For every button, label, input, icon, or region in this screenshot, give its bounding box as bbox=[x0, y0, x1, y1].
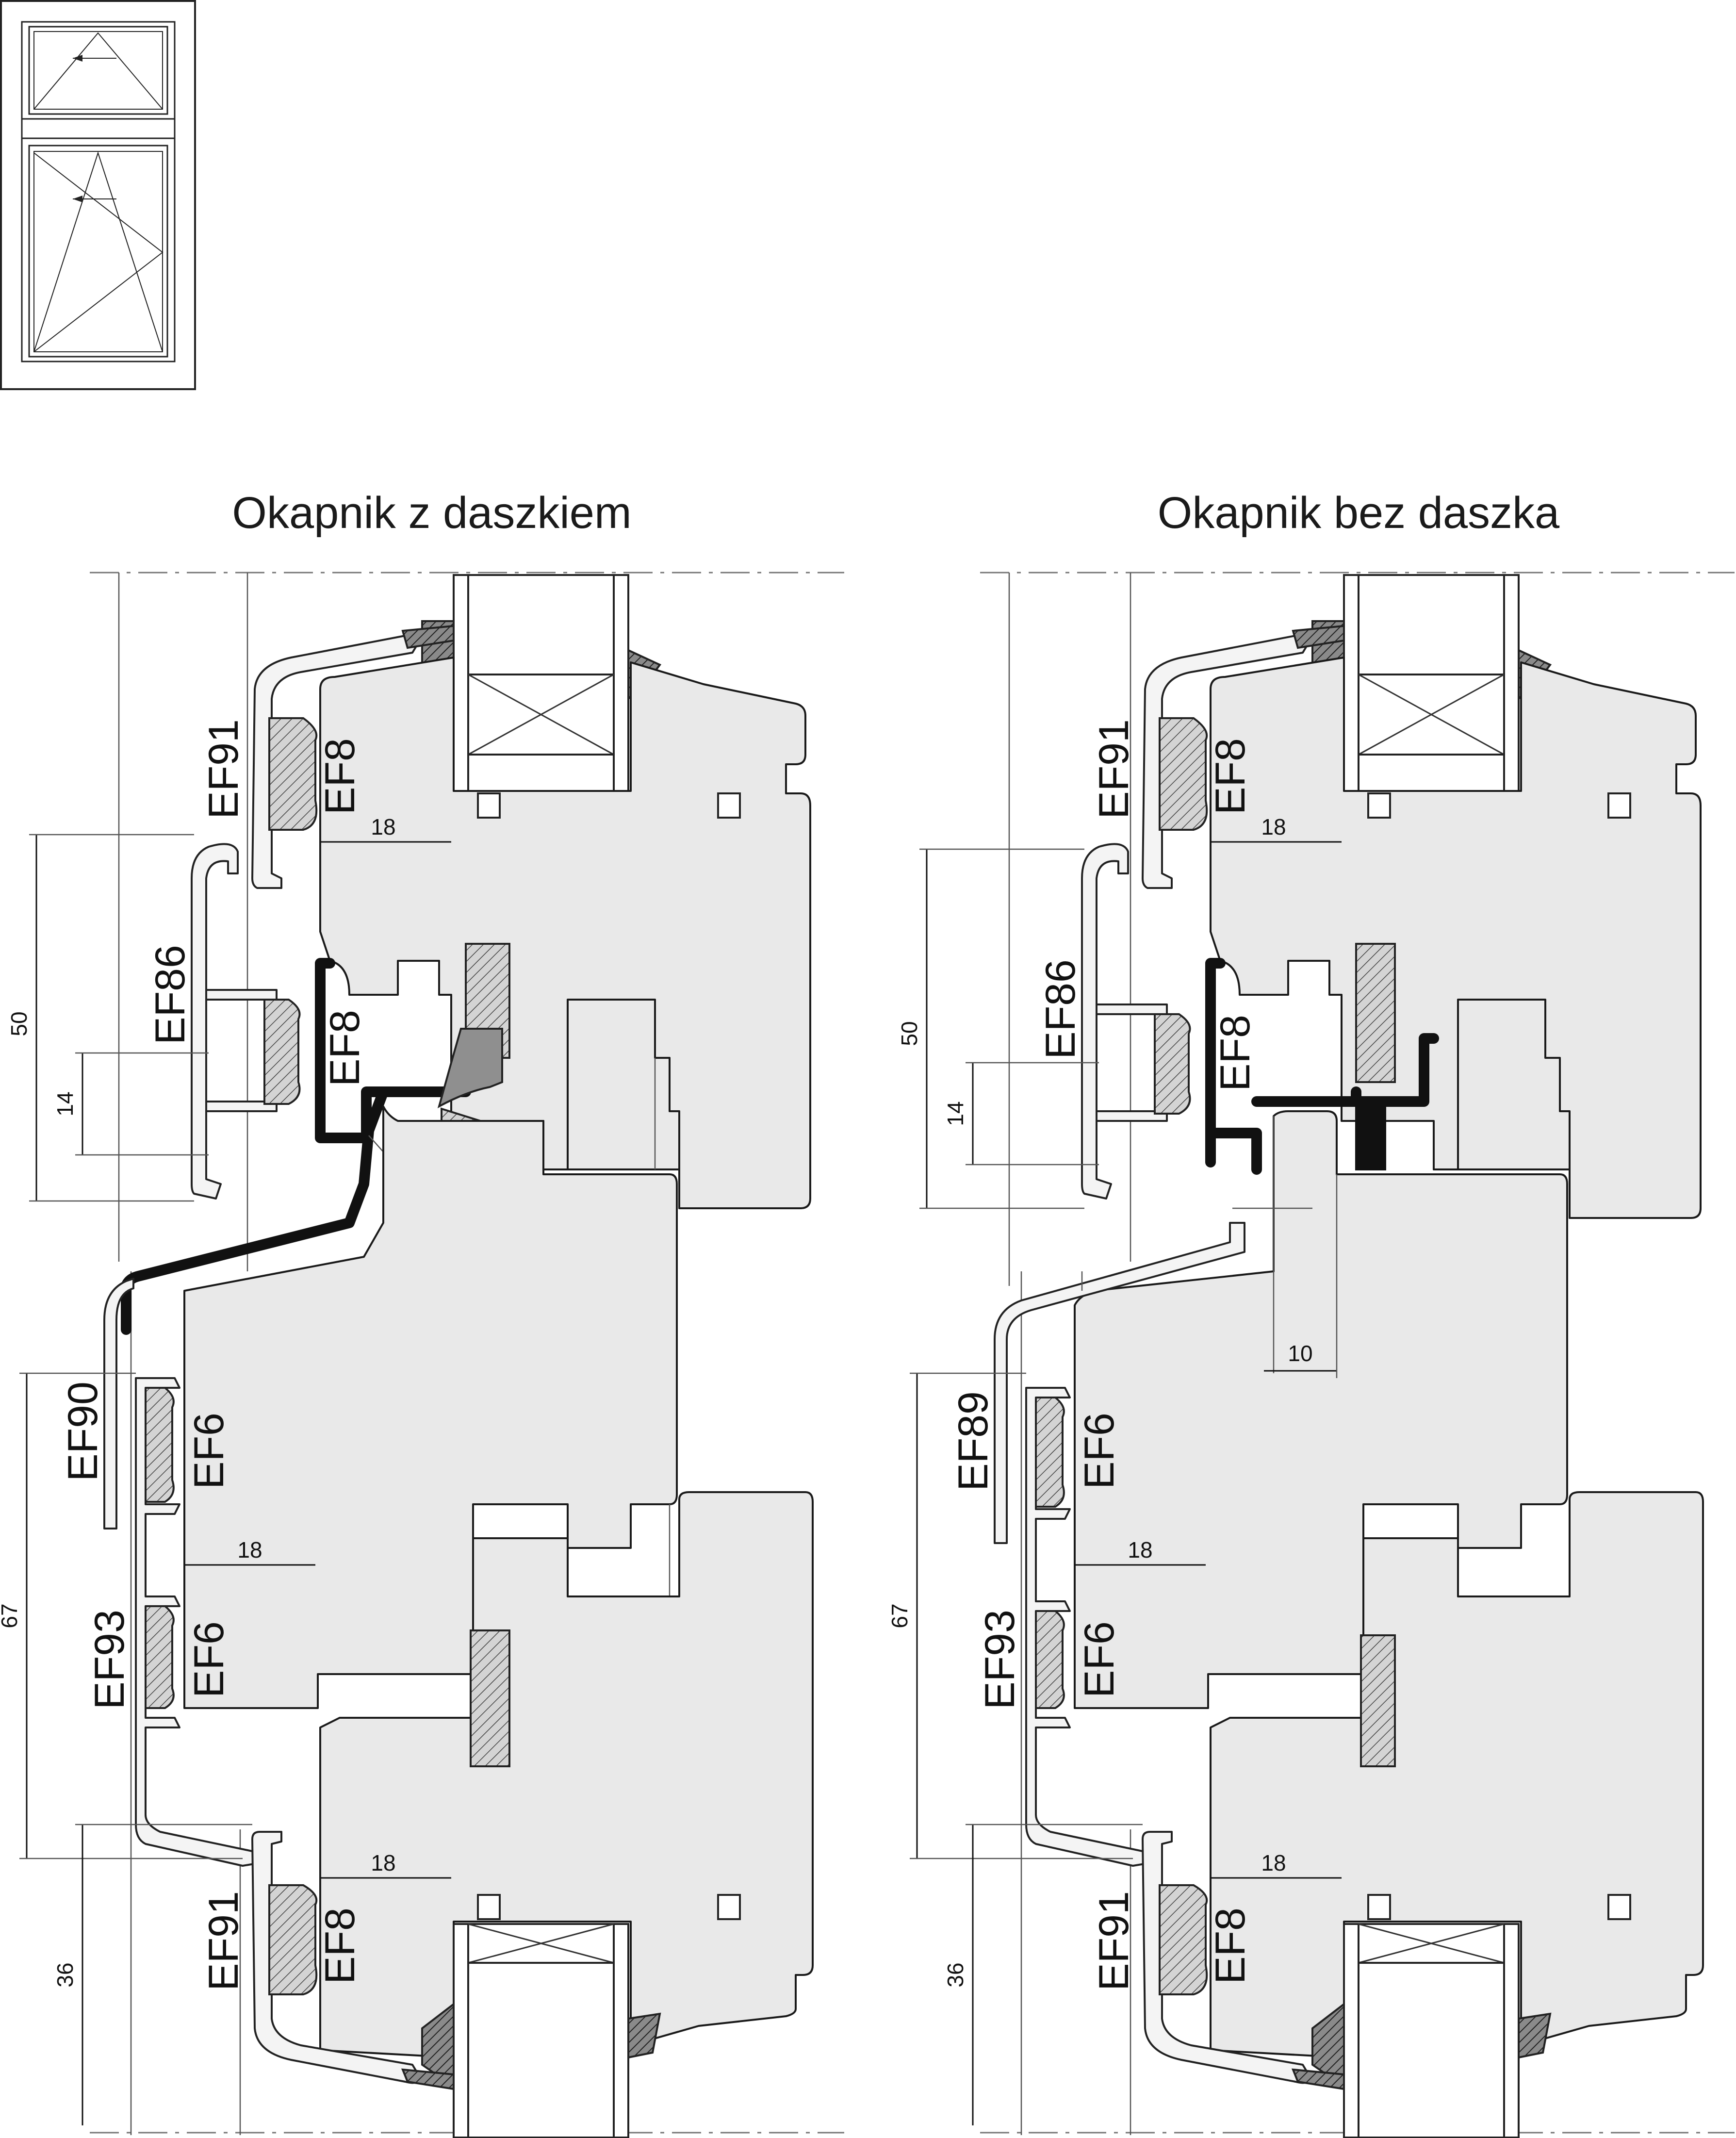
right-label-top-seal: EF8 bbox=[1207, 738, 1254, 815]
right-dim-lower-width: 18 bbox=[1128, 1537, 1152, 1562]
right-dim-lower-height: 67 bbox=[887, 1603, 912, 1628]
left-title: Okapnik z daszkiem bbox=[232, 488, 631, 538]
left-label-bottom-alu: EF91 bbox=[200, 1891, 247, 1991]
left-label-bottom-seal: EF8 bbox=[317, 1908, 363, 1984]
right-title: Okapnik bez daszka bbox=[1158, 488, 1560, 538]
left-dim-mid-height: 50 bbox=[6, 1011, 32, 1036]
right-labels: EF91 EF8 EF86 EF8 EF89 EF6 EF93 EF6 EF91… bbox=[950, 719, 1259, 1991]
right-label-drip: EF89 bbox=[950, 1391, 997, 1491]
left-section: 18 50 14 18 67 18 36 EF91 EF8 EF86 bbox=[0, 572, 844, 2138]
left-label-middle-seal: EF8 bbox=[322, 1010, 368, 1086]
right-dimensions: 18 50 14 10 18 67 18 36 bbox=[887, 814, 1342, 2125]
right-dim-bottom-width: 18 bbox=[1261, 1850, 1286, 1875]
left-dim-bottom-width: 18 bbox=[371, 1850, 395, 1875]
left-dim-lower-width: 18 bbox=[237, 1537, 262, 1562]
left-label-top-alu: EF91 bbox=[200, 719, 247, 819]
window-thumbnail bbox=[0, 0, 196, 390]
right-dim-bottom-height: 36 bbox=[943, 1962, 968, 1987]
right-dim-gap-width: 10 bbox=[1288, 1341, 1312, 1366]
left-dimensions: 18 50 14 18 67 18 36 bbox=[0, 814, 451, 2125]
right-label-middle-seal: EF8 bbox=[1212, 1015, 1259, 1091]
right-dim-mid-height: 50 bbox=[897, 1021, 922, 1046]
right-label-bottom-seal: EF8 bbox=[1207, 1908, 1254, 1984]
left-label-middle-alu: EF86 bbox=[147, 945, 194, 1045]
right-label-lower-alu: EF93 bbox=[977, 1610, 1023, 1710]
right-label-top-alu: EF91 bbox=[1091, 719, 1137, 819]
left-labels: EF91 EF8 EF86 EF8 EF90 EF6 EF93 EF6 EF91… bbox=[60, 719, 368, 1991]
left-dim-top-width: 18 bbox=[371, 814, 395, 839]
right-dim-mid-small: 14 bbox=[943, 1101, 968, 1126]
left-label-top-seal: EF8 bbox=[317, 738, 363, 815]
right-label-lower-seal-a: EF6 bbox=[1076, 1413, 1123, 1489]
right-label-middle-alu: EF86 bbox=[1037, 959, 1084, 1059]
left-dim-bottom-height: 36 bbox=[52, 1962, 78, 1987]
right-label-bottom-alu: EF91 bbox=[1091, 1891, 1137, 1991]
right-label-lower-seal-b: EF6 bbox=[1076, 1621, 1123, 1698]
left-dim-lower-height: 67 bbox=[0, 1603, 22, 1628]
left-label-lower-alu: EF93 bbox=[86, 1610, 133, 1710]
left-label-drip: EF90 bbox=[60, 1381, 106, 1481]
right-section: 18 50 14 10 18 67 18 36 EF91 E bbox=[887, 572, 1735, 2138]
left-label-lower-seal-a: EF6 bbox=[186, 1413, 232, 1489]
left-label-lower-seal-b: EF6 bbox=[186, 1621, 232, 1698]
left-dim-mid-small: 14 bbox=[52, 1091, 78, 1116]
right-dim-top-width: 18 bbox=[1261, 814, 1286, 839]
